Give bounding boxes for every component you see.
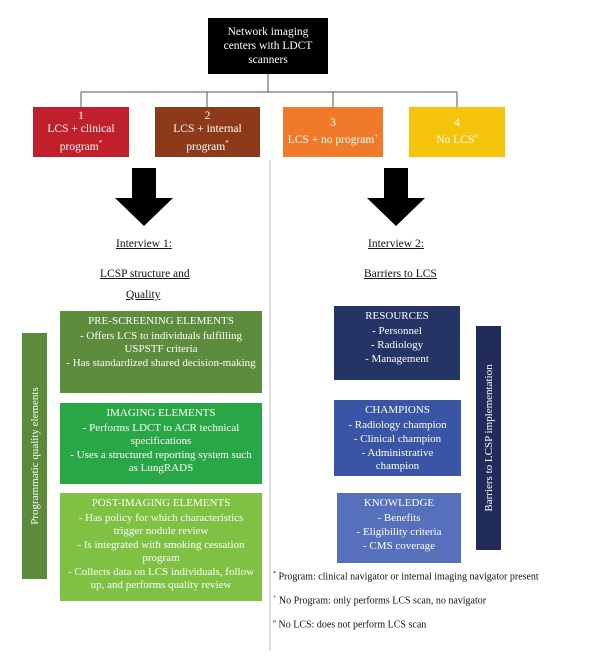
post-imaging-panel: POST-IMAGING ELEMENTS - Has policy for w… <box>60 493 262 601</box>
arrow-down-icon-left <box>115 168 173 226</box>
footnote-no-lcs: o No LCS: does not perform LCS scan <box>273 619 426 630</box>
barriers-side-label: Barriers to LCSP implementation <box>476 326 501 550</box>
panel-title: PRE-SCREENING ELEMENTS <box>88 315 234 327</box>
arrow-down-icon-right <box>367 168 425 226</box>
programmatic-quality-side-label: Programmatic quality elements <box>22 333 47 579</box>
category-number: 2 <box>204 109 211 122</box>
category-label-line: program <box>186 140 226 153</box>
footnote-mark: * <box>273 571 276 577</box>
panel-item: - Benefits <box>377 512 421 524</box>
lcsp-structure-heading: LCSP structure and <box>100 268 190 280</box>
panel-item: - Radiology champion <box>348 419 447 431</box>
interview-1-heading: Interview 1: <box>116 238 172 250</box>
panel-item: - Radiology <box>370 339 424 351</box>
panel-title: CHAMPIONS <box>365 404 430 416</box>
category-2-box: 2 LCS + internal program* <box>155 107 260 157</box>
panel-item: - Personnel <box>372 325 422 337</box>
side-label-text: Barriers to LCSP implementation <box>482 364 495 512</box>
category-3-box: 3 LCS + no program+ <box>283 107 383 157</box>
side-label-text: Programmatic quality elements <box>28 387 41 525</box>
root-line-1: Network imaging <box>227 26 309 38</box>
panel-item: - Has policy for which characteristics t… <box>78 512 244 537</box>
category-1-box: 1 LCS + clinical program* <box>33 107 129 157</box>
category-number: 4 <box>454 116 460 129</box>
panel-item: - Uses a structured reporting system suc… <box>70 449 252 474</box>
root-node: Network imaging centers with LDCT scanne… <box>208 18 328 74</box>
footnote-program: * Program: clinical navigator or interna… <box>273 571 539 582</box>
footnote-mark: + <box>374 132 379 141</box>
footnote-mark: + <box>273 595 277 601</box>
category-4-box: 4 No LCSo <box>409 107 505 157</box>
footnote-text: Program: clinical navigator or internal … <box>278 571 539 583</box>
quality-heading: Quality <box>126 289 161 301</box>
root-line-3: scanners <box>248 54 288 66</box>
panel-item: - Clinical champion <box>353 433 442 445</box>
category-number: 1 <box>78 109 84 122</box>
category-label-line: No LCS <box>436 133 475 146</box>
resources-panel: RESOURCES - Personnel - Radiology - Mana… <box>334 306 460 380</box>
root-line-2: centers with LDCT <box>223 40 313 52</box>
panel-item: - Collects data on LCS individuals, foll… <box>67 566 255 591</box>
knowledge-panel: KNOWLEDGE - Benefits - Eligibility crite… <box>337 493 461 563</box>
interview-2-heading: Interview 2: <box>368 238 424 250</box>
footnote-mark: * <box>98 138 103 147</box>
category-label-line: program <box>59 140 99 153</box>
pre-screening-panel: PRE-SCREENING ELEMENTS - Offers LCS to i… <box>60 311 262 393</box>
category-number: 3 <box>330 116 336 129</box>
panel-title: IMAGING ELEMENTS <box>106 407 216 419</box>
panel-item: - Performs LDCT to ACR technical specifi… <box>82 422 240 447</box>
champions-panel: CHAMPIONS - Radiology champion - Clinica… <box>334 400 461 476</box>
category-label-line: LCS + internal <box>173 123 242 136</box>
imaging-panel: IMAGING ELEMENTS - Performs LDCT to ACR … <box>60 403 262 484</box>
footnote-mark: * <box>225 138 229 147</box>
panel-title: KNOWLEDGE <box>363 497 435 509</box>
footnote-text: No Program: only performs LCS scan, no n… <box>278 595 487 607</box>
panel-item: - Administrative champion <box>361 447 434 472</box>
category-label-line: LCS + no program <box>287 133 375 146</box>
panel-title: POST-IMAGING ELEMENTS <box>91 497 231 509</box>
panel-title: RESOURCES <box>365 310 429 322</box>
footnote-text: No LCS: does not perform LCS scan <box>278 619 427 631</box>
footnote-mark: o <box>474 132 478 141</box>
panel-item: - CMS coverage <box>362 540 436 552</box>
footnote-mark: o <box>273 619 276 625</box>
panel-item: - Has standardized shared decision-makin… <box>66 357 256 369</box>
category-label-line: LCS + clinical <box>47 123 115 136</box>
panel-item: - Offers LCS to individuals fulfilling U… <box>79 330 243 355</box>
barriers-heading: Barriers to LCS <box>364 268 437 280</box>
panel-item: - Eligibility criteria <box>356 526 442 538</box>
footnote-no-program: + No Program: only performs LCS scan, no… <box>273 595 486 606</box>
panel-item: - Is integrated with smoking cessation p… <box>77 539 245 564</box>
panel-item: - Management <box>365 353 429 365</box>
